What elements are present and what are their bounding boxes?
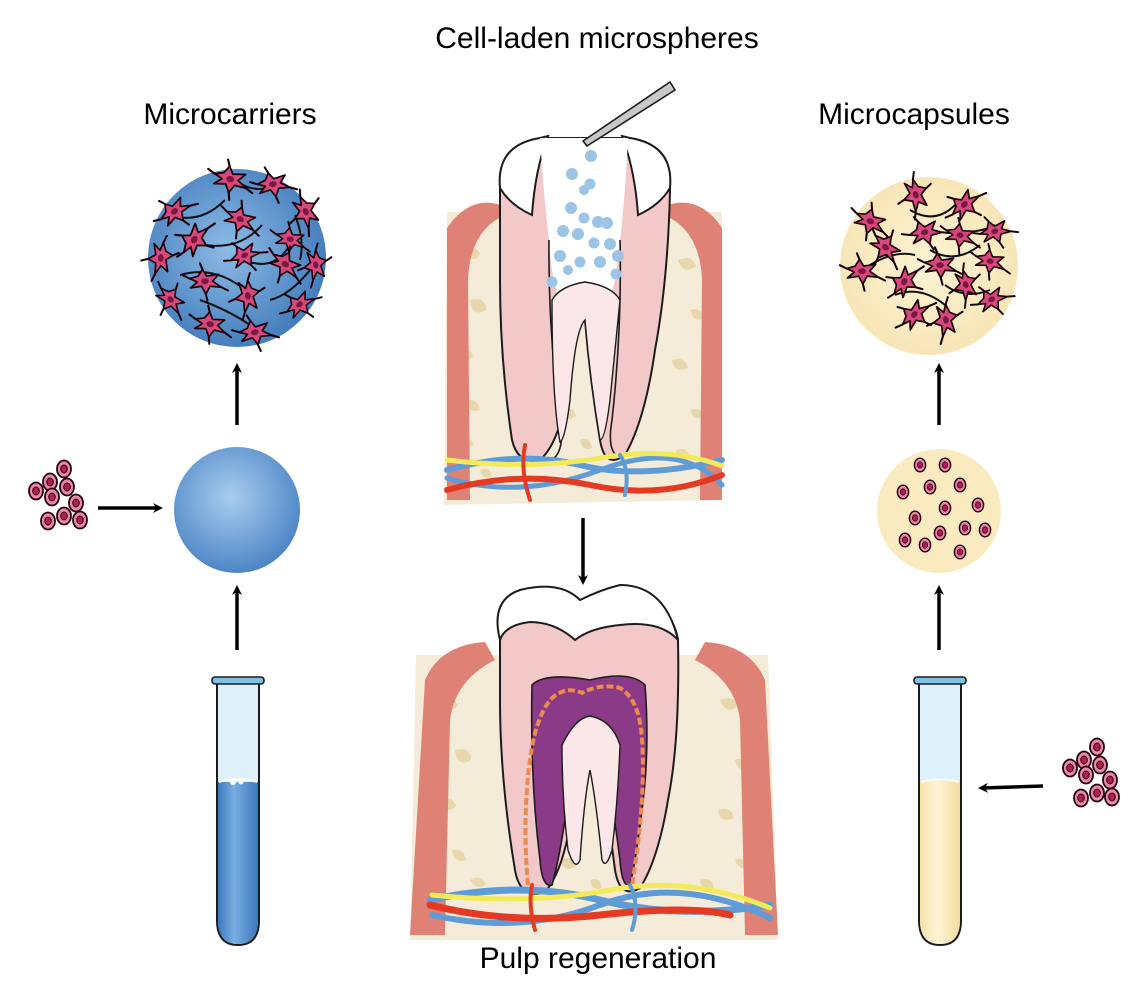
- test-tube-icon: [211, 676, 265, 947]
- bottom-gum-left: [410, 642, 495, 935]
- needle-icon: [581, 80, 677, 148]
- top-tooth-root-inner: [551, 281, 621, 443]
- label-microcarriers: Microcarriers: [143, 98, 317, 131]
- cell-cluster-icon: [1062, 737, 1120, 808]
- top-tooth-enamel: [498, 134, 672, 217]
- label-pulp-regeneration: Pulp regeneration: [479, 942, 717, 975]
- top-tooth-illustration: [444, 80, 725, 505]
- bottom-tooth-nerve: [523, 684, 645, 886]
- bottom-tooth-illustration: [410, 583, 778, 940]
- microsphere-dots: [546, 150, 624, 288]
- label-microcapsules: Microcapsules: [818, 98, 1010, 131]
- label-cell-laden-microspheres: Cell-laden microspheres: [435, 22, 759, 55]
- microcapsule-cell-laden-sphere: [838, 166, 1023, 355]
- test-tube-icon: [913, 676, 967, 947]
- top-gum-left: [447, 202, 505, 500]
- bottom-tooth-enamel: [496, 583, 679, 644]
- bottom-vessels: [426, 882, 774, 932]
- bottom-tooth-root-inner: [561, 715, 621, 865]
- cell-cluster-icon: [28, 459, 88, 531]
- microcapsule-with-cells: [877, 449, 1001, 573]
- arrow-cells-to-tube: [978, 782, 1044, 793]
- microcapsule-cell-network: [869, 204, 996, 306]
- top-gum-right: [664, 202, 722, 500]
- microcarrier-cell-laden-sphere: [140, 155, 338, 357]
- microcarrier-blank-sphere: [174, 447, 300, 573]
- bottom-gum-right: [695, 642, 778, 935]
- top-vessels: [444, 443, 725, 502]
